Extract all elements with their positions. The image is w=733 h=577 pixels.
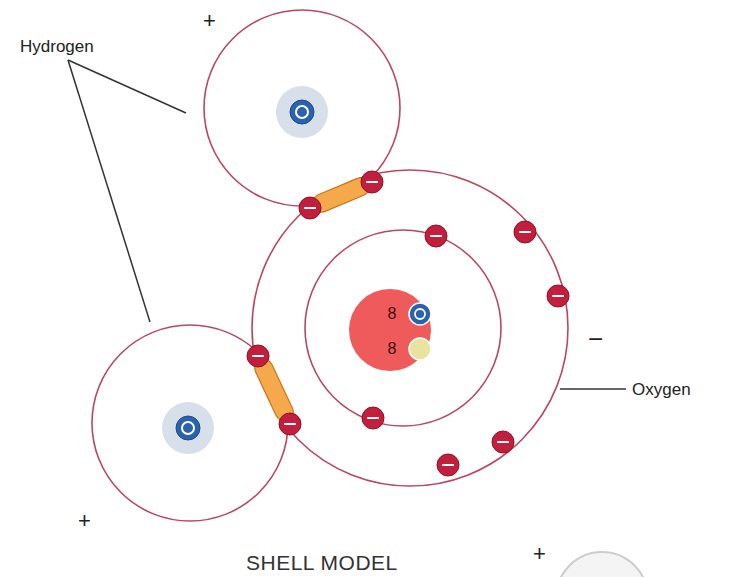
charge-sign: − <box>588 326 603 352</box>
hydrogen-nucleus-halo <box>276 86 328 138</box>
electron <box>437 454 459 476</box>
caption: SHELL MODEL <box>246 552 398 573</box>
electron-mark <box>553 295 563 297</box>
electrons <box>247 171 569 476</box>
electron <box>361 171 383 193</box>
hydrogen-shell <box>204 10 400 206</box>
oxygen-inner-shell <box>305 230 501 426</box>
electron-mark <box>367 181 377 183</box>
particle-count: 8 <box>388 306 397 322</box>
electron-mark <box>368 417 378 419</box>
electron-mark <box>285 423 295 425</box>
leader-line <box>68 60 150 322</box>
electron-mark <box>253 355 263 357</box>
charge-sign: + <box>533 543 546 565</box>
particle-count: 8 <box>388 341 397 357</box>
hydrogen-nucleus-halo <box>162 402 214 454</box>
electron <box>362 407 384 429</box>
electron <box>279 413 301 435</box>
hydrogen-shell <box>92 325 288 521</box>
electron-mark <box>431 235 441 237</box>
electron <box>547 285 569 307</box>
oxygen-nucleus: 88 <box>348 288 432 372</box>
electron <box>299 197 321 219</box>
charge-sign: + <box>78 510 91 532</box>
electron-mark <box>520 231 530 233</box>
electron <box>425 225 447 247</box>
electron <box>492 431 514 453</box>
nucleus-shape <box>348 288 432 372</box>
electron-mark <box>498 441 508 443</box>
neighbour-atom <box>556 552 648 577</box>
nucleus-body <box>349 289 431 371</box>
leader-line <box>68 60 186 113</box>
part-name: Oxygen <box>632 381 691 398</box>
leader-line <box>560 388 626 390</box>
proton <box>176 416 200 440</box>
proton-mark <box>415 309 425 319</box>
neutron <box>409 338 431 360</box>
part-name: Hydrogen <box>20 38 94 55</box>
oxygen-outer-shell <box>252 170 568 486</box>
proton-mark <box>182 422 194 434</box>
electron-mark <box>305 207 315 209</box>
electron <box>514 221 536 243</box>
proton <box>409 303 431 325</box>
electron <box>247 345 269 367</box>
proton <box>290 100 314 124</box>
charge-sign: + <box>203 10 216 32</box>
electron-mark <box>443 464 453 466</box>
proton-mark <box>296 106 308 118</box>
electron-marks <box>253 182 563 465</box>
